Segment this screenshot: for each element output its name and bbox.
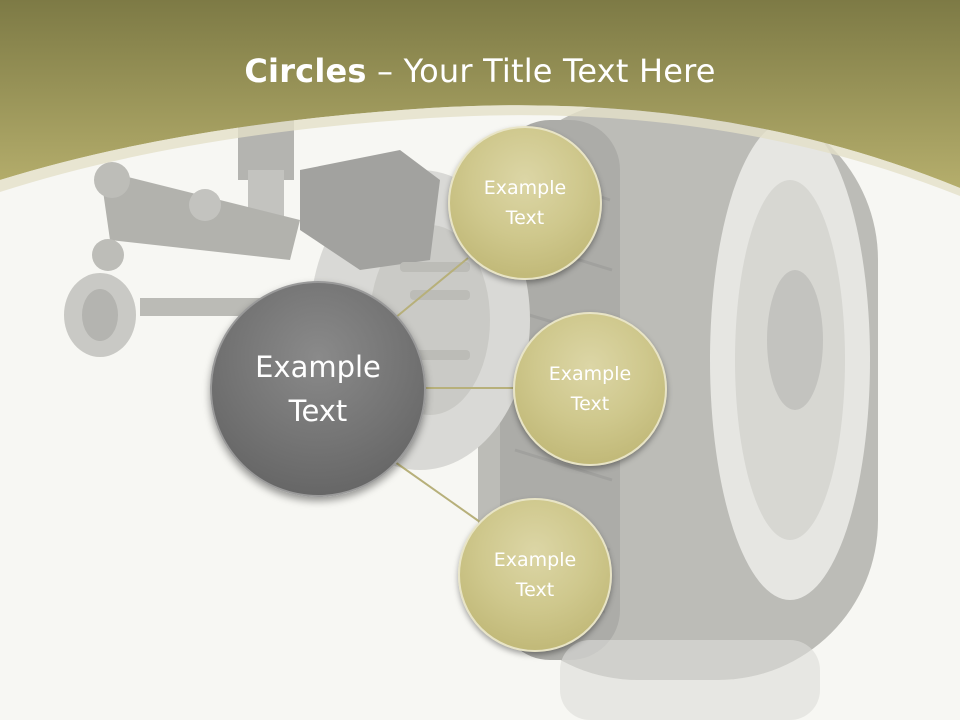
header-band: [0, 0, 960, 188]
connector-line: [394, 461, 481, 523]
satellite-circle-label: Example Text: [493, 549, 577, 601]
slide-title: Circles – Your Title Text Here: [0, 52, 960, 90]
connector-line: [394, 257, 469, 319]
title-bold: Circles: [244, 52, 367, 90]
satellite-circle-1[interactable]: Example Text: [448, 126, 602, 280]
title-rest: – Your Title Text Here: [366, 52, 716, 90]
satellite-circle-label: Example Text: [483, 177, 567, 229]
satellite-circle-2[interactable]: Example Text: [513, 312, 667, 466]
center-circle-label: Example Text: [255, 350, 381, 428]
satellite-circle-label: Example Text: [548, 363, 632, 415]
center-circle[interactable]: Example Text: [210, 281, 426, 497]
satellite-circle-3[interactable]: Example Text: [458, 498, 612, 652]
